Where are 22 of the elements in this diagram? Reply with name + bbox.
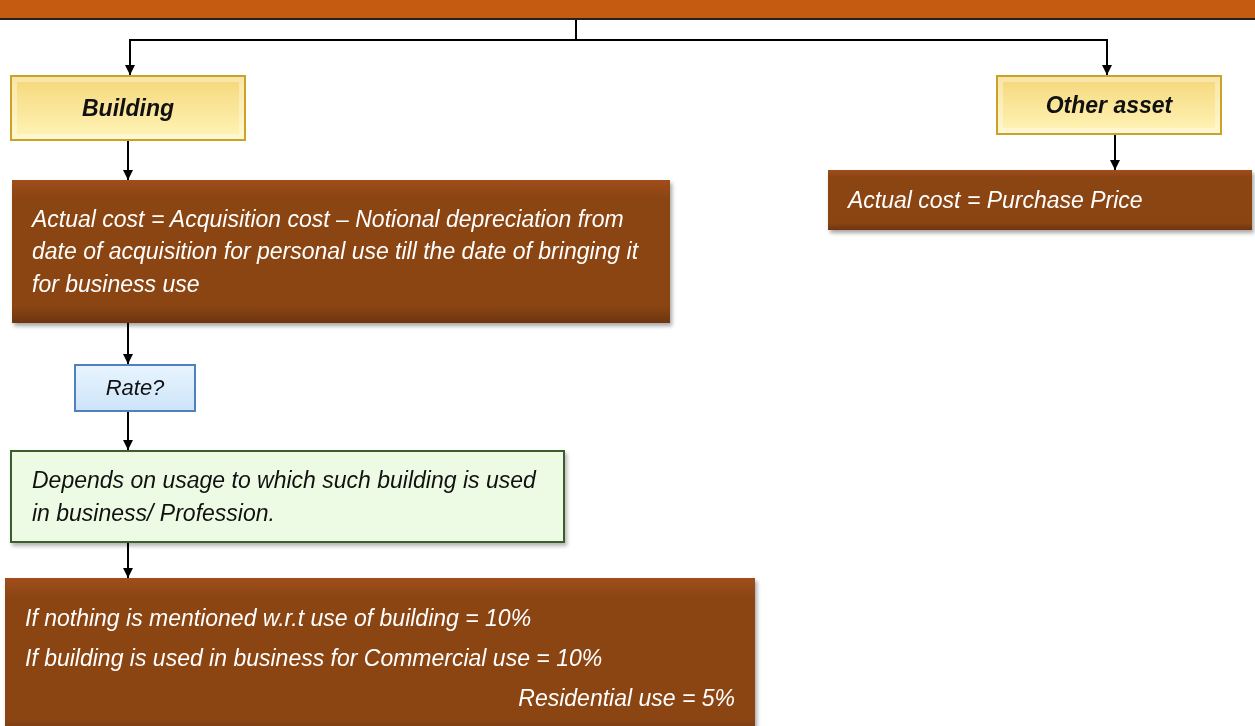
header-bar bbox=[0, 0, 1255, 20]
box-text: Residential use = 5% bbox=[517, 684, 735, 714]
box-text: Building bbox=[82, 93, 174, 123]
box-text: Depends on usage to which such building is used in business/ Profession. bbox=[32, 466, 538, 528]
arrow bbox=[123, 140, 133, 181]
formula-box bbox=[828, 170, 1252, 230]
box-text: Other asset bbox=[1045, 90, 1173, 120]
arrow bbox=[123, 542, 133, 579]
box-text: Actual cost = Acquisition cost – Notional depreciation from date of acquisition for personal use till the date of bringing it for business use bbox=[32, 205, 640, 299]
box-text: If nothing is mentioned w.r.t use of building = 10% bbox=[25, 603, 533, 633]
formula-box bbox=[5, 578, 755, 726]
question-box bbox=[74, 364, 196, 412]
formula-box bbox=[12, 180, 670, 323]
category-box bbox=[996, 75, 1222, 135]
box-text: If building is used in business for Commercial use = 10% bbox=[25, 643, 604, 673]
arrow bbox=[1110, 134, 1120, 171]
box-text: Rate? bbox=[105, 373, 165, 402]
note-box bbox=[10, 450, 565, 543]
arrow bbox=[123, 411, 133, 451]
box-text: Actual cost = Purchase Price bbox=[848, 185, 1144, 215]
category-box bbox=[10, 75, 246, 141]
arrow bbox=[123, 322, 133, 365]
